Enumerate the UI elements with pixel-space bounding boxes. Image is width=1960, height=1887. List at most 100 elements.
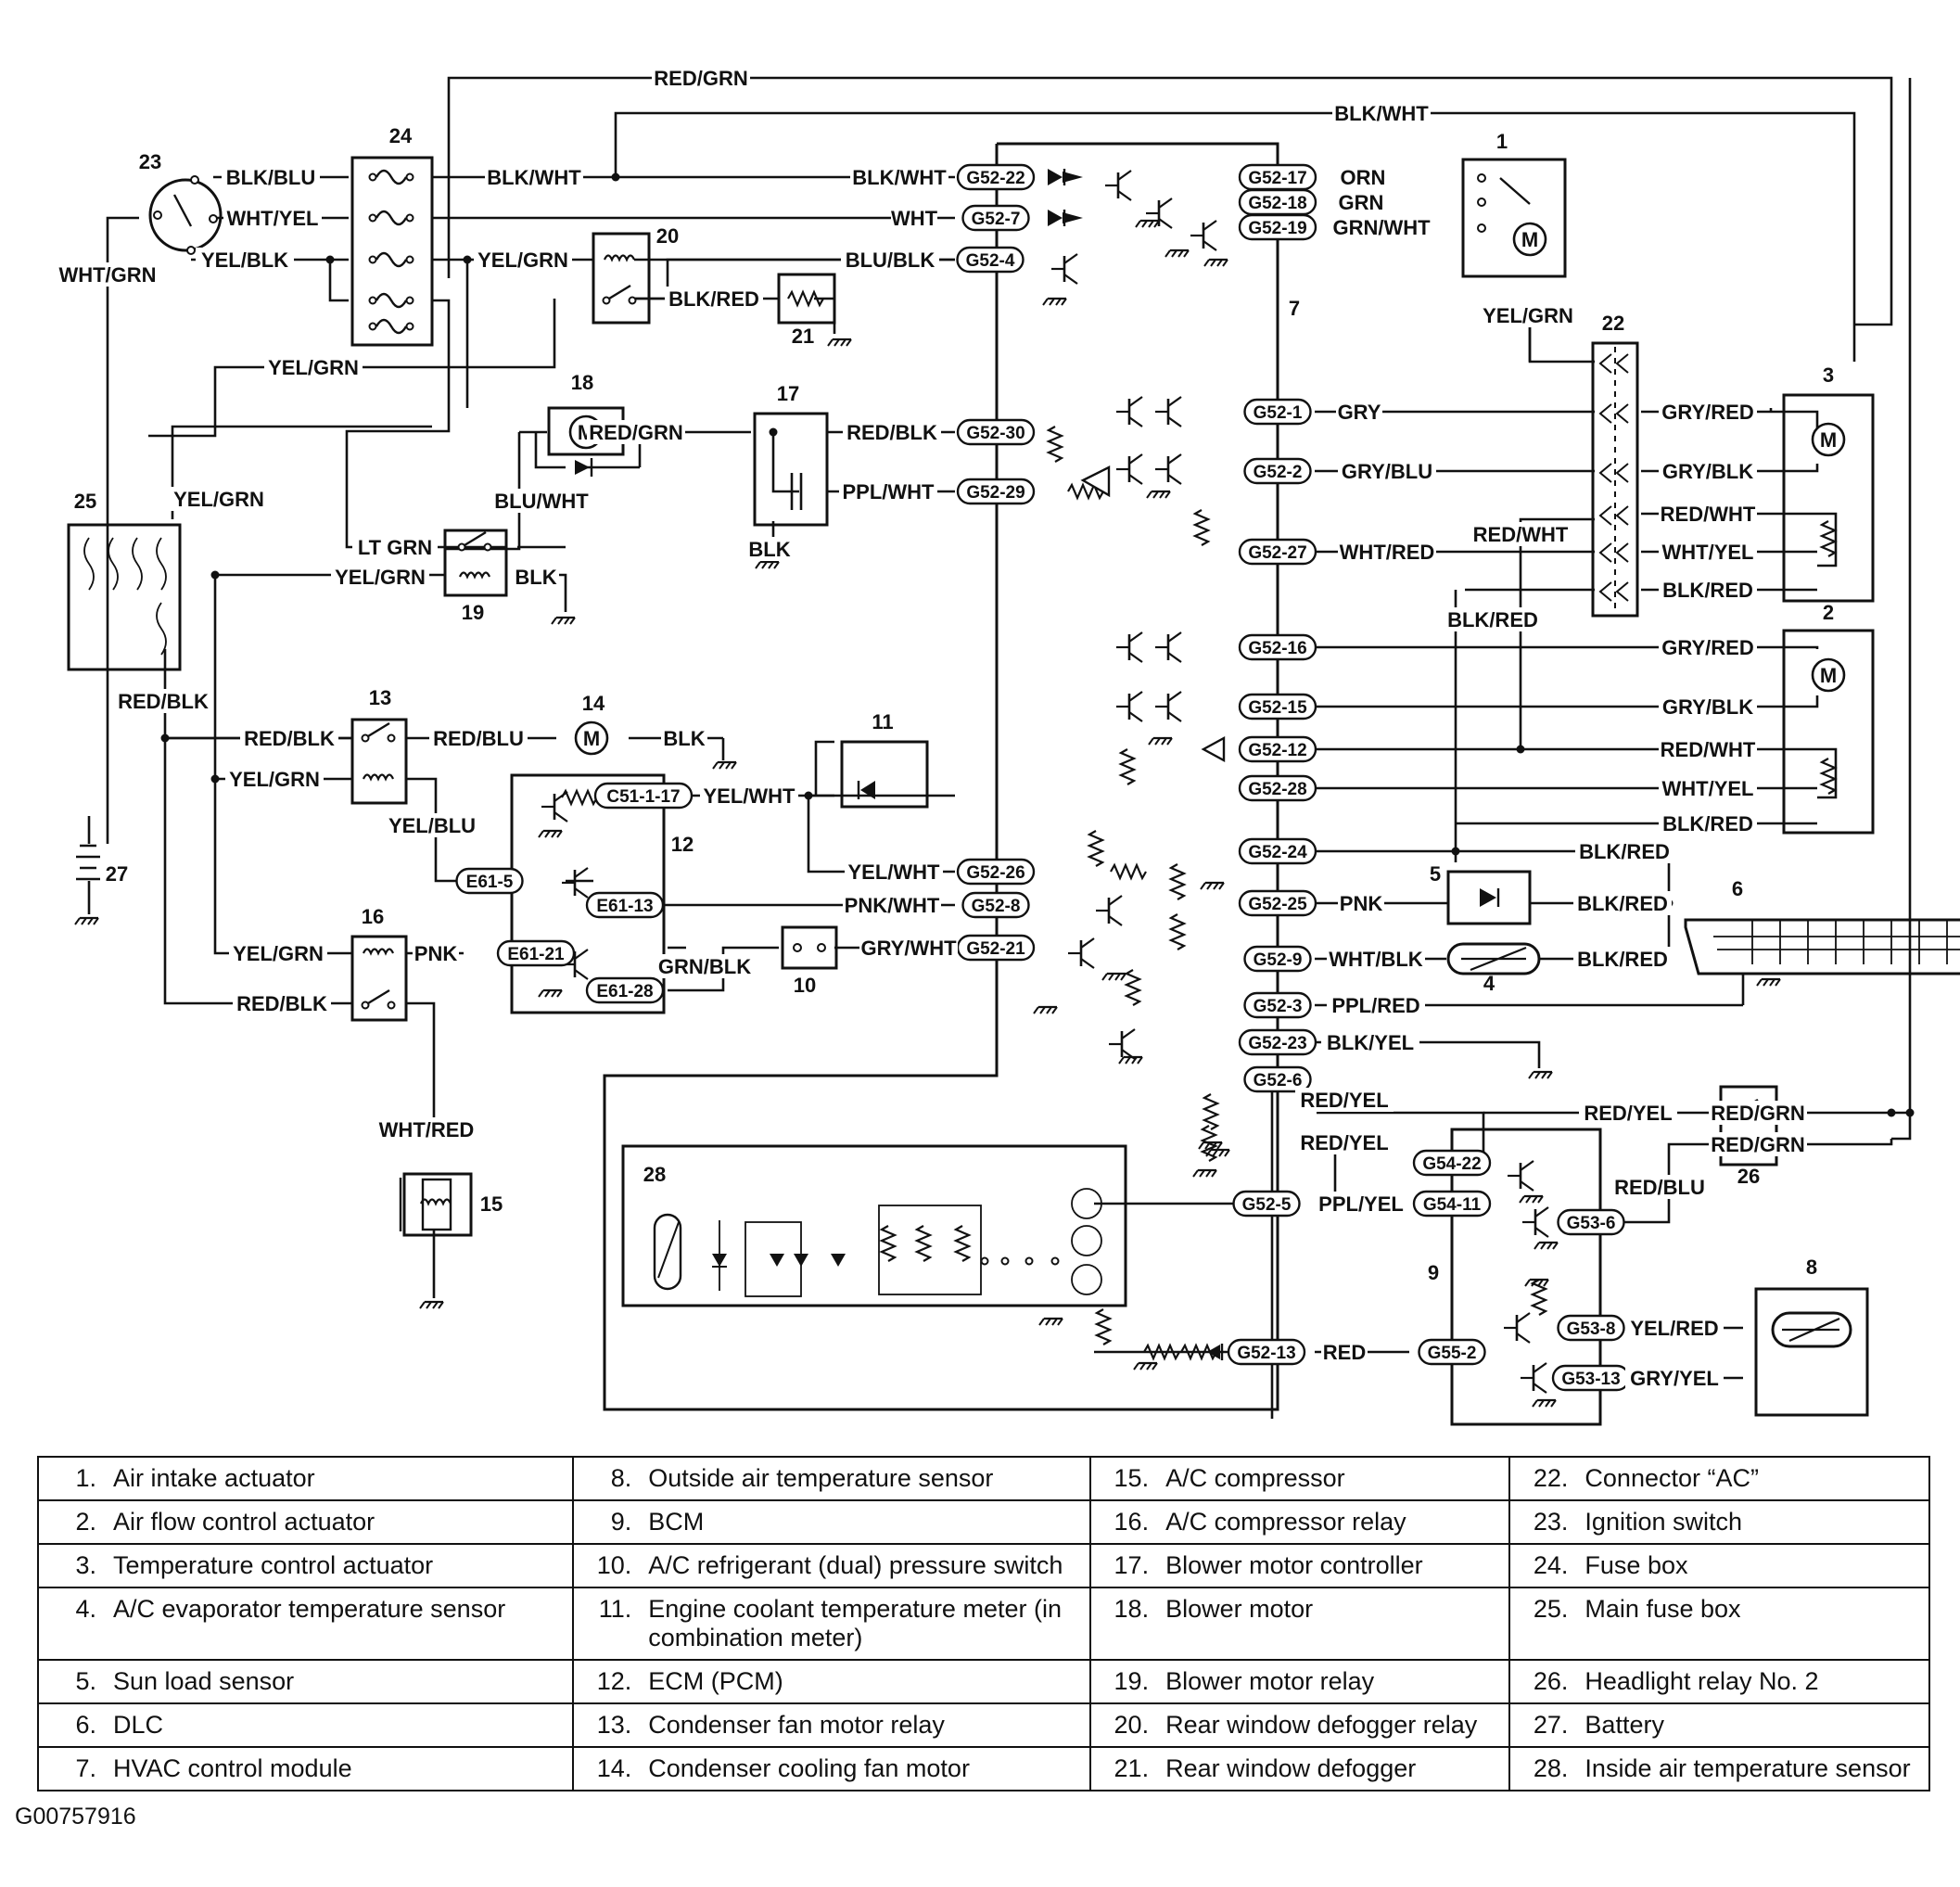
svg-text:G52-30: G52-30 bbox=[966, 424, 1025, 443]
component-number-14: 14 bbox=[582, 692, 605, 715]
legend-cell: 19.Blower motor relay bbox=[1089, 1659, 1511, 1704]
wire-label-red-wht: RED/WHT bbox=[1471, 522, 1570, 546]
pin-g53-8: G53-8 bbox=[1557, 1314, 1625, 1342]
svg-text:BLK/BLU: BLK/BLU bbox=[226, 166, 316, 189]
svg-text:YEL/GRN: YEL/GRN bbox=[233, 942, 324, 965]
wire-label-blk-red: BLK/RED bbox=[1444, 607, 1542, 631]
wire-label-pnk: PNK bbox=[413, 941, 459, 965]
wire-label-blk: BLK bbox=[513, 565, 559, 589]
svg-text:RED/BLK: RED/BLK bbox=[846, 421, 937, 444]
pin-g52-2: G52-2 bbox=[1243, 457, 1312, 485]
pin-e61-13: E61-13 bbox=[585, 891, 665, 919]
pin-g52-1: G52-1 bbox=[1243, 398, 1312, 426]
svg-text:RED/BLK: RED/BLK bbox=[118, 690, 209, 713]
legend-text: Outside air temperature sensor bbox=[648, 1464, 994, 1492]
legend-cell: 12.ECM (PCM) bbox=[572, 1659, 1092, 1704]
wire-label-gry-red: GRY/RED bbox=[1659, 400, 1757, 424]
svg-text:YEL/WHT: YEL/WHT bbox=[848, 861, 941, 884]
legend-text: HVAC control module bbox=[113, 1754, 352, 1782]
legend-cell: 27.Battery bbox=[1508, 1702, 1930, 1748]
svg-text:BLK: BLK bbox=[515, 566, 556, 589]
wire-label-gry-blu: GRY/BLU bbox=[1338, 459, 1436, 483]
legend-number: 2. bbox=[75, 1508, 96, 1536]
svg-text:BLK/WHT: BLK/WHT bbox=[852, 166, 947, 189]
component-number-4: 4 bbox=[1483, 972, 1495, 995]
legend-cell: 23.Ignition switch bbox=[1508, 1499, 1930, 1545]
wire-label-wht-red: WHT/RED bbox=[1338, 540, 1436, 564]
svg-text:G52-19: G52-19 bbox=[1248, 219, 1306, 238]
wire-labels: RED/GRNRED/GRNRED/GRNRED/GRNBLK/WHTBLK/W… bbox=[58, 66, 1807, 1390]
wires bbox=[106, 76, 1912, 1419]
svg-text:G52-1: G52-1 bbox=[1254, 403, 1303, 423]
legend-text: Engine coolant temperature meter (in com… bbox=[648, 1595, 1062, 1651]
svg-text:RED/WHT: RED/WHT bbox=[1661, 738, 1756, 761]
wire-label-wht-yel: WHT/YEL bbox=[1659, 776, 1757, 800]
component-number-1: 1 bbox=[1496, 130, 1508, 153]
legend-number: 14. bbox=[596, 1754, 632, 1782]
wire-label-yel-grn: YEL/GRN bbox=[331, 565, 429, 589]
wire-label-blk-yel: BLK/YEL bbox=[1321, 1030, 1419, 1054]
svg-text:G52-6: G52-6 bbox=[1254, 1071, 1303, 1090]
svg-text:BLK/RED: BLK/RED bbox=[668, 287, 759, 311]
component-number-26: 26 bbox=[1737, 1165, 1760, 1188]
wire-label-yel-blu: YEL/BLU bbox=[383, 813, 481, 837]
legend-cell: 22. Connector “AC” bbox=[1508, 1456, 1930, 1501]
wire-label-pnk-wht: PNK/WHT bbox=[843, 893, 941, 917]
pin-g52-27: G52-27 bbox=[1238, 538, 1317, 566]
pin-g53-13: G53-13 bbox=[1551, 1364, 1631, 1392]
svg-text:WHT/BLK: WHT/BLK bbox=[1329, 948, 1423, 971]
legend-text: Condenser fan motor relay bbox=[648, 1711, 945, 1739]
legend-text: Air flow control actuator bbox=[113, 1508, 375, 1536]
legend-cell: 4.A/C evaporator temperature sensor bbox=[36, 1587, 575, 1661]
svg-text:WHT/GRN: WHT/GRN bbox=[58, 263, 156, 287]
svg-text:G52-15: G52-15 bbox=[1248, 698, 1307, 718]
component-number-19: 19 bbox=[462, 601, 484, 624]
svg-text:WHT/RED: WHT/RED bbox=[379, 1118, 475, 1141]
wire-label-yel-grn: YEL/GRN bbox=[1479, 303, 1577, 327]
svg-text:G53-6: G53-6 bbox=[1567, 1214, 1616, 1233]
wire-label-gry: GRY bbox=[1336, 400, 1382, 424]
connector-22-pins bbox=[1598, 347, 1629, 612]
wire-label-red-blk: RED/BLK bbox=[233, 991, 331, 1015]
svg-text:PNK: PNK bbox=[1340, 892, 1383, 915]
legend-number: 22. bbox=[1533, 1464, 1569, 1492]
relay-16-outline bbox=[350, 935, 408, 1022]
legend-text: DLC bbox=[113, 1711, 164, 1739]
symbols bbox=[73, 169, 1915, 1409]
legend-number: 10. bbox=[596, 1551, 632, 1579]
legend-number: 4. bbox=[75, 1595, 96, 1623]
legend-number: 8. bbox=[610, 1464, 632, 1492]
wire-label-wht-blk: WHT/BLK bbox=[1327, 947, 1425, 971]
legend-text: A/C compressor bbox=[1165, 1464, 1345, 1492]
svg-text:G52-18: G52-18 bbox=[1248, 194, 1306, 213]
component-number-2: 2 bbox=[1823, 601, 1834, 624]
wire-label-grn: GRN bbox=[1338, 190, 1384, 214]
wire-label-blu-wht: BLU/WHT bbox=[492, 489, 591, 513]
component-number-5: 5 bbox=[1430, 862, 1441, 886]
legend-cell: 28.Inside air temperature sensor bbox=[1508, 1746, 1930, 1791]
component-number-24: 24 bbox=[389, 124, 413, 147]
svg-text:BLK: BLK bbox=[663, 727, 705, 750]
svg-text:G54-22: G54-22 bbox=[1422, 1154, 1481, 1174]
legend-text: Connector “AC” bbox=[1585, 1464, 1759, 1492]
svg-text:GRY/RED: GRY/RED bbox=[1661, 401, 1753, 424]
legend-text: BCM bbox=[648, 1508, 705, 1536]
wire-label-yel-grn: YEL/GRN bbox=[225, 767, 324, 791]
component-number-21: 21 bbox=[792, 325, 814, 348]
svg-text:G52-22: G52-22 bbox=[966, 169, 1025, 188]
svg-text:RED/WHT: RED/WHT bbox=[1661, 503, 1756, 526]
svg-text:BLU/WHT: BLU/WHT bbox=[494, 490, 589, 513]
svg-text:BLK/RED: BLK/RED bbox=[1447, 608, 1538, 631]
svg-text:GRY/BLK: GRY/BLK bbox=[1662, 460, 1753, 483]
legend-cell: 17.Blower motor controller bbox=[1089, 1543, 1511, 1588]
legend-text: A/C refrigerant (dual) pressure switch bbox=[648, 1551, 1063, 1579]
wire-label-blk-wht: BLK/WHT bbox=[1332, 101, 1431, 125]
svg-text:PNK/WHT: PNK/WHT bbox=[845, 894, 940, 917]
legend-number: 18. bbox=[1114, 1595, 1150, 1623]
pin-g52-19: G52-19 bbox=[1238, 213, 1317, 241]
svg-text:E61-13: E61-13 bbox=[596, 897, 653, 916]
svg-text:BLK/WHT: BLK/WHT bbox=[1334, 102, 1429, 125]
wire-label-blk: BLK bbox=[746, 537, 793, 561]
